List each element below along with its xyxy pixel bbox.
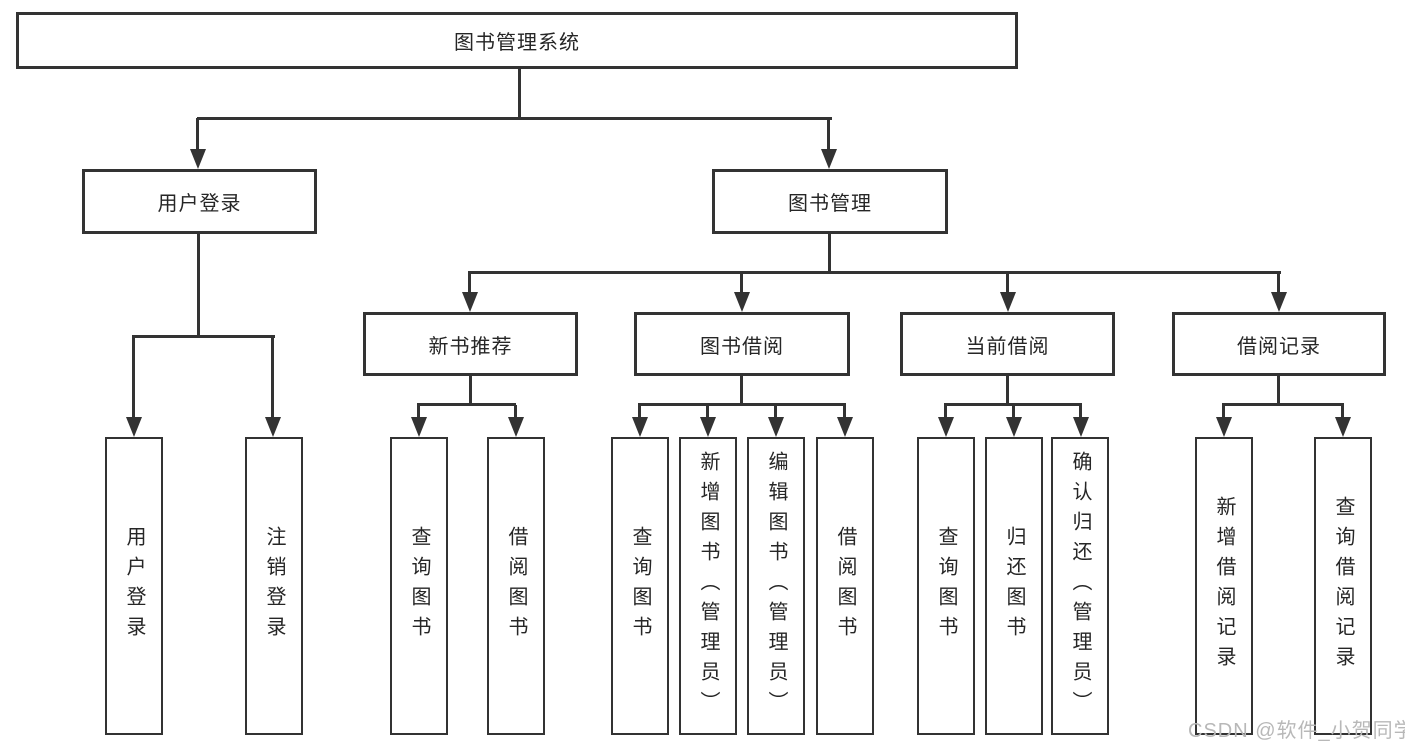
- connector: [843, 405, 846, 419]
- node-label: 当前借阅: [965, 335, 1050, 358]
- node-label: 图书借阅: [700, 335, 784, 358]
- arrow-down-icon: [462, 292, 478, 312]
- connector: [740, 376, 743, 406]
- leaf-add-book-admin: 新增图书（管理员）: [679, 437, 737, 735]
- connector: [468, 273, 471, 294]
- arrow-down-icon: [734, 292, 750, 312]
- node-label: 借阅记录: [1237, 335, 1321, 358]
- connector: [1079, 405, 1082, 419]
- node-label: 用户登录: [157, 193, 242, 215]
- arrow-down-icon: [190, 149, 206, 169]
- node-label: 图书管理: [788, 193, 872, 215]
- arrow-down-icon: [768, 417, 784, 437]
- node-current-borrowing: 当前借阅: [900, 312, 1115, 376]
- connector: [638, 403, 846, 406]
- node-book-management: 图书管理: [712, 169, 948, 234]
- connector: [1277, 273, 1280, 294]
- connector: [468, 271, 1281, 274]
- connector: [1012, 405, 1015, 419]
- arrow-down-icon: [126, 417, 142, 437]
- leaf-logout: 注销登录: [245, 437, 303, 735]
- connector: [827, 118, 830, 151]
- arrow-down-icon: [700, 417, 716, 437]
- arrow-down-icon: [1006, 417, 1022, 437]
- arrow-down-icon: [837, 417, 853, 437]
- leaf-query-books-1: 查询图书: [390, 437, 448, 735]
- leaf-confirm-return-admin: 确认归还（管理员）: [1051, 437, 1109, 735]
- connector: [417, 403, 516, 406]
- connector: [197, 234, 200, 338]
- node-label: 新书推荐: [428, 335, 513, 358]
- connector: [417, 405, 420, 419]
- leaf-edit-book-admin: 编辑图书（管理员）: [747, 437, 805, 735]
- connector: [514, 405, 517, 419]
- arrow-down-icon: [1271, 292, 1287, 312]
- arrow-down-icon: [632, 417, 648, 437]
- connector: [740, 273, 743, 294]
- connector: [944, 405, 947, 419]
- leaf-query-books-3: 查询图书: [917, 437, 975, 735]
- connector: [518, 69, 521, 120]
- connector: [944, 403, 1082, 406]
- leaf-add-borrow-record: 新增借阅记录: [1195, 437, 1253, 735]
- arrow-down-icon: [1335, 417, 1351, 437]
- arrow-down-icon: [1000, 292, 1016, 312]
- connector: [197, 117, 832, 120]
- connector: [1222, 405, 1225, 419]
- arrow-down-icon: [508, 417, 524, 437]
- leaf-borrow-books-1: 借阅图书: [487, 437, 545, 735]
- connector: [132, 335, 275, 338]
- connector: [132, 337, 135, 419]
- connector: [774, 405, 777, 419]
- connector: [196, 118, 199, 151]
- leaf-query-books-2: 查询图书: [611, 437, 669, 735]
- csdn-watermark: CSDN @软件_小贺同学: [1188, 720, 1405, 742]
- node-book-borrowing: 图书借阅: [634, 312, 850, 376]
- connector: [706, 405, 709, 419]
- connector: [271, 337, 274, 419]
- node-label: 图书管理系统: [454, 32, 580, 54]
- arrow-down-icon: [938, 417, 954, 437]
- leaf-user-login: 用户登录: [105, 437, 163, 735]
- leaf-return-books: 归还图书: [985, 437, 1043, 735]
- arrow-down-icon: [821, 149, 837, 169]
- arrow-down-icon: [411, 417, 427, 437]
- connector: [1341, 405, 1344, 419]
- connector: [469, 376, 472, 406]
- node-user-login: 用户登录: [82, 169, 317, 234]
- arrow-down-icon: [265, 417, 281, 437]
- connector: [1006, 273, 1009, 294]
- connector: [638, 405, 641, 419]
- leaf-borrow-books-2: 借阅图书: [816, 437, 874, 735]
- connector: [1277, 376, 1280, 406]
- node-borrowing-records: 借阅记录: [1172, 312, 1386, 376]
- leaf-query-borrow-record: 查询借阅记录: [1314, 437, 1372, 735]
- connector: [828, 234, 831, 274]
- node-new-book-recommend: 新书推荐: [363, 312, 578, 376]
- arrow-down-icon: [1073, 417, 1089, 437]
- connector: [1222, 403, 1344, 406]
- node-library-system: 图书管理系统: [16, 12, 1018, 69]
- arrow-down-icon: [1216, 417, 1232, 437]
- connector: [1006, 376, 1009, 406]
